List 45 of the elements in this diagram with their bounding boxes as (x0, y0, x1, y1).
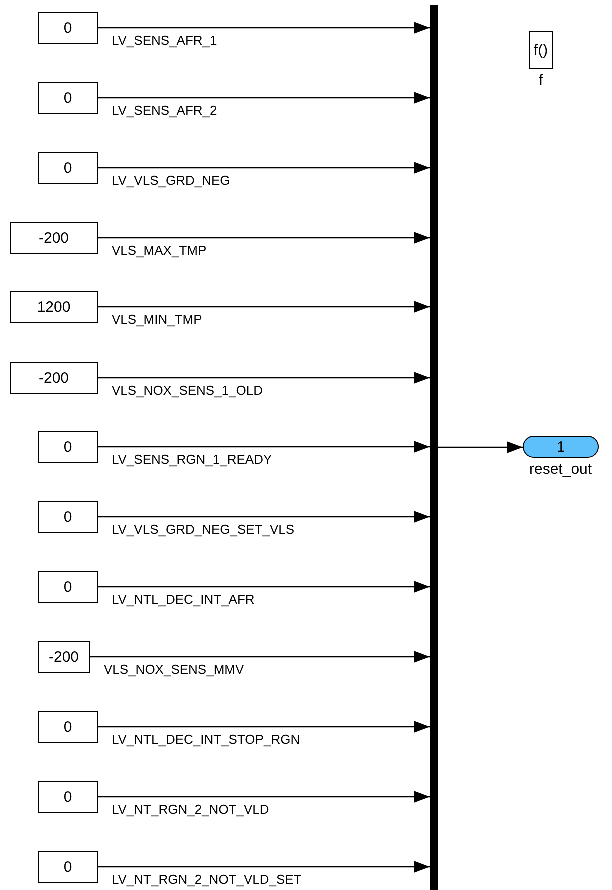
signal-arrow (90, 651, 430, 663)
signal-label: VLS_NOX_SENS_MMV (104, 662, 244, 677)
signal-arrow (98, 791, 430, 803)
constant-block: 0 (38, 152, 98, 184)
signal-arrow (98, 721, 430, 733)
signal-label: LV_VLS_GRD_NEG (112, 173, 230, 188)
constant-block: 0 (38, 781, 98, 813)
block-name: reset_out (530, 461, 592, 478)
function-block: f() (529, 31, 553, 69)
constant-block: -200 (38, 641, 90, 673)
constant-block: 0 (38, 501, 98, 533)
constant-block: 0 (38, 82, 98, 114)
constant-block: 0 (38, 711, 98, 743)
signal-arrow (98, 301, 430, 313)
signal-label: VLS_MAX_TMP (112, 243, 207, 258)
constant-block: 0 (38, 851, 98, 883)
block-name: f (539, 72, 544, 89)
signal-label: LV_NTL_DEC_INT_STOP_RGN (112, 732, 300, 747)
signal-label: LV_NT_RGN_2_NOT_VLD_SET (112, 872, 302, 887)
constant-block: -200 (10, 222, 98, 254)
signal-arrow (438, 442, 523, 454)
signal-arrow (98, 511, 430, 523)
constant-block: 0 (38, 571, 98, 603)
signal-label: VLS_NOX_SENS_1_OLD (112, 383, 264, 398)
bus-bar (430, 5, 438, 890)
constant-block: 0 (38, 12, 98, 44)
signal-label: LV_VLS_GRD_NEG_SET_VLS (112, 522, 295, 537)
signal-label: LV_SENS_RGN_1_READY (112, 452, 272, 467)
signal-arrow (98, 372, 430, 384)
constant-block: 0 (38, 431, 98, 463)
constant-block: -200 (10, 362, 98, 394)
signal-arrow (98, 581, 430, 593)
signal-label: LV_SENS_AFR_1 (112, 33, 218, 48)
signal-arrow (98, 22, 430, 34)
signal-arrow (98, 861, 430, 873)
signal-arrow (98, 232, 430, 244)
outport-block: 1 (523, 436, 599, 458)
signal-arrow (98, 92, 430, 104)
signal-label: LV_NT_RGN_2_NOT_VLD (112, 802, 270, 817)
signal-label: VLS_MIN_TMP (112, 312, 202, 327)
signal-label: LV_NTL_DEC_INT_AFR (112, 592, 255, 607)
signal-label: LV_SENS_AFR_2 (112, 103, 218, 118)
signal-arrow (98, 441, 430, 453)
constant-block: 1200 (10, 291, 98, 323)
signal-arrow (98, 162, 430, 174)
